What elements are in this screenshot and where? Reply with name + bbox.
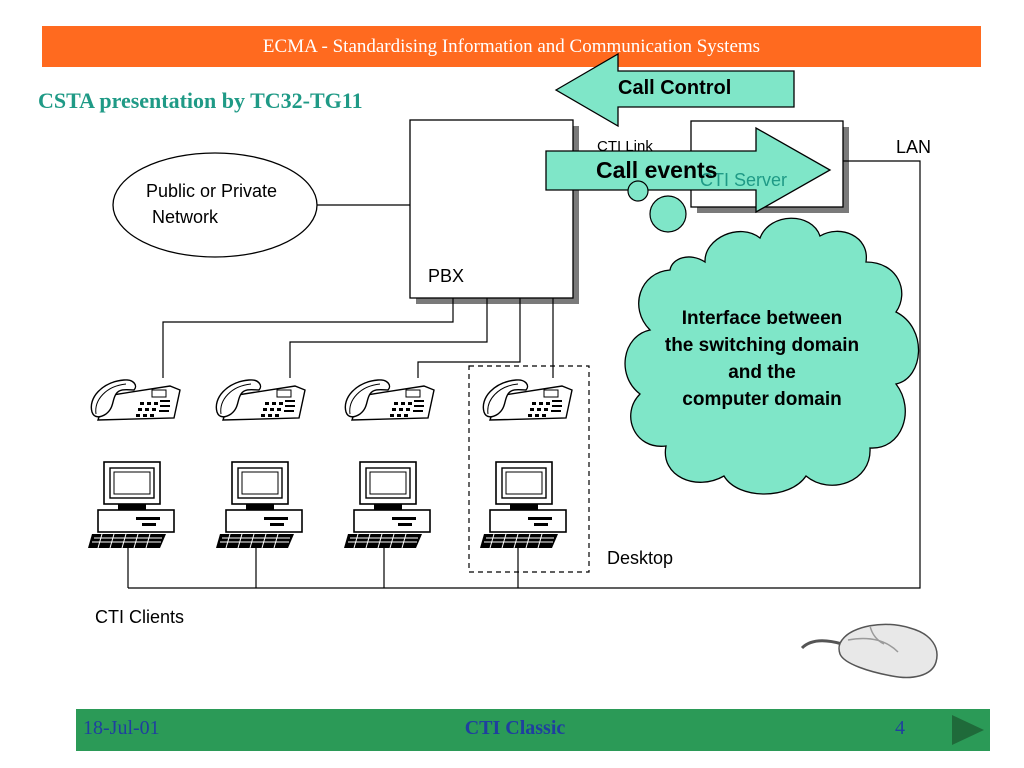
network-ellipse xyxy=(112,152,318,258)
cloud-line: Interface between xyxy=(681,308,843,329)
cloud-line: and the xyxy=(728,362,796,383)
desktop-computer-icon xyxy=(343,461,431,549)
call-control-label: Call Control xyxy=(618,77,732,99)
desktop-computer-icon xyxy=(215,461,303,549)
cti-server-label: CTI Server xyxy=(700,170,788,190)
footer-title: CTI Classic xyxy=(464,717,566,739)
footer-bar xyxy=(76,709,990,751)
pbx-label: PBX xyxy=(428,266,465,286)
pbx-box xyxy=(409,119,574,299)
slide-title: CSTA presentation by TC32-TG11 xyxy=(38,88,363,113)
cti-link-label: CTI Link xyxy=(597,138,653,155)
telephone-icon xyxy=(343,377,435,424)
lan-label: LAN xyxy=(896,137,932,157)
telephone-icon xyxy=(481,377,573,424)
network-label-line2: Network xyxy=(152,207,219,227)
cloud-line: computer domain xyxy=(682,389,842,410)
call-events-arrow xyxy=(545,126,832,214)
lan-line xyxy=(127,160,921,589)
cloud-line: the switching domain xyxy=(664,335,860,356)
call-events-label: Call events xyxy=(596,157,718,183)
interface-cloud xyxy=(624,180,920,495)
cti-clients-label: CTI Clients xyxy=(95,607,185,627)
telephone-icon xyxy=(89,377,181,424)
desktop-computer-icon xyxy=(479,461,567,549)
desktop-group-outline xyxy=(468,365,590,573)
next-slide-icon[interactable] xyxy=(948,712,988,748)
pbx-phone-wiring xyxy=(162,298,554,378)
desktop-label: Desktop xyxy=(607,548,674,568)
telephone-icon xyxy=(214,377,306,424)
footer-page-number: 4 xyxy=(895,717,905,739)
call-control-arrow xyxy=(554,52,795,128)
network-label-line1: Public or Private xyxy=(146,181,278,201)
mouse-icon xyxy=(800,623,938,679)
desktop-computer-icon xyxy=(87,461,175,549)
cloud-text: Interface between the switching domain a… xyxy=(626,305,898,413)
header-bar xyxy=(42,26,981,67)
footer-date: 18-Jul-01 xyxy=(83,717,160,739)
header-title: ECMA - Standardising Information and Com… xyxy=(262,36,761,57)
